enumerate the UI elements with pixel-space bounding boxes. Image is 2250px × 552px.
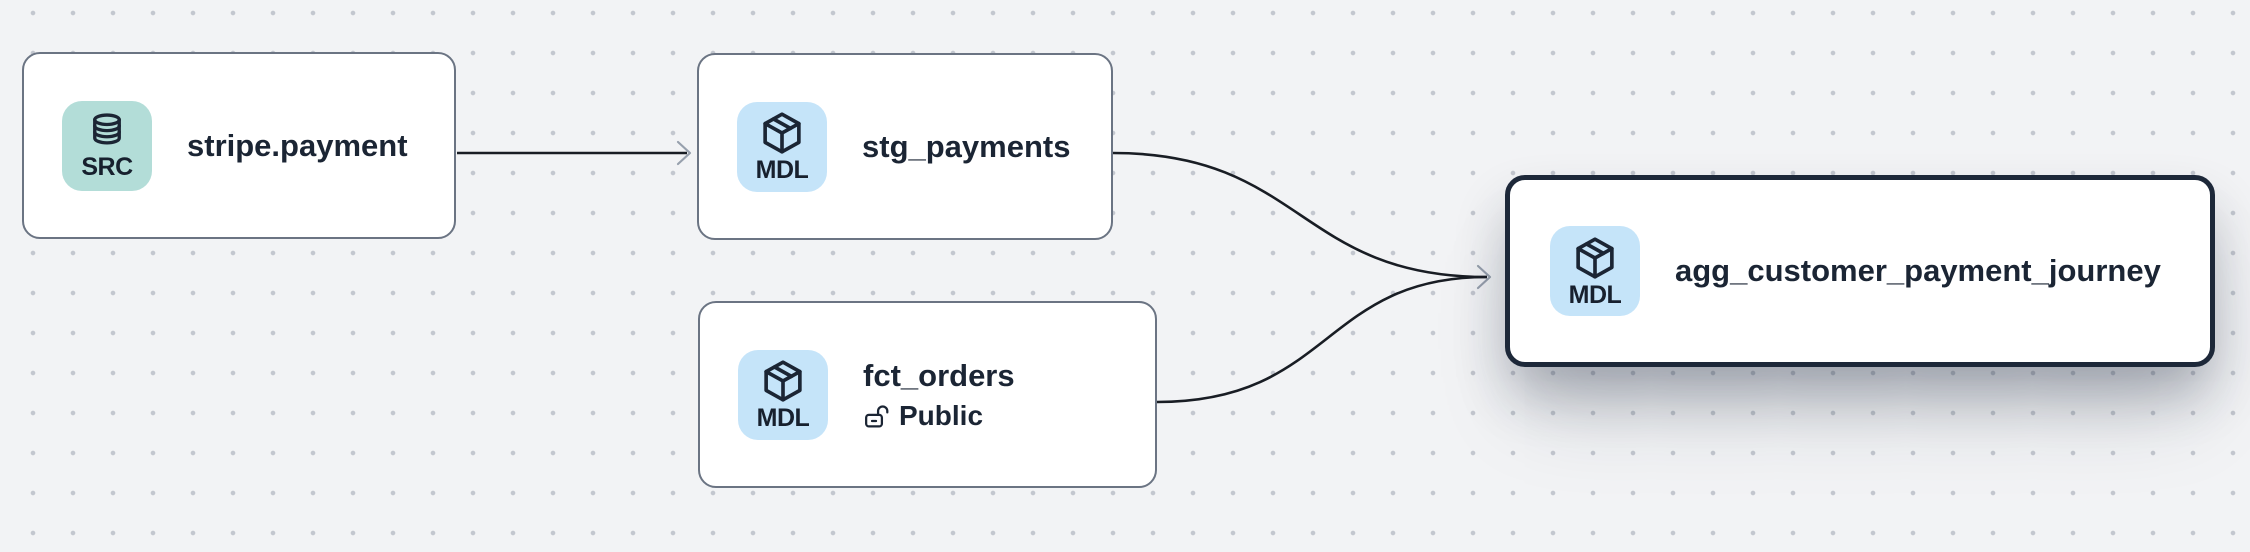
edge-fct-orders-to-agg-customer-payment-journey[interactable]	[1156, 275, 1488, 404]
badge-label: MDL	[755, 156, 809, 184]
edge-stg-payments-to-agg-customer-payment-journey[interactable]	[1112, 151, 1488, 279]
node-title: agg_customer_payment_journey	[1675, 253, 2161, 288]
model-type-badge: MDL	[738, 349, 828, 440]
node-fct-orders[interactable]: MDL fct_orders Public	[698, 301, 1157, 488]
badge-label: MDL	[756, 404, 810, 432]
database-icon	[93, 113, 121, 145]
node-title: stg_payments	[862, 128, 1071, 164]
badge-label: SRC	[81, 153, 133, 181]
access-row: Public	[863, 401, 1015, 431]
cube-icon	[764, 360, 802, 402]
node-title: fct_orders	[863, 358, 1015, 393]
node-stg-payments[interactable]: MDL stg_payments	[697, 53, 1113, 240]
cube-icon	[1576, 236, 1614, 279]
model-type-badge: MDL	[737, 101, 827, 192]
model-type-badge: MDL	[1550, 226, 1640, 316]
node-title: stripe.payment	[187, 127, 408, 163]
node-stripe-payment[interactable]: SRC stripe.payment	[22, 52, 456, 239]
lock-open-icon	[865, 404, 889, 428]
source-type-badge: SRC	[62, 100, 152, 191]
node-agg-customer-payment-journey[interactable]: MDL agg_customer_payment_journey	[1505, 175, 2215, 367]
access-label: Public	[899, 400, 984, 431]
badge-label: MDL	[1568, 280, 1622, 309]
cube-icon	[763, 112, 801, 154]
